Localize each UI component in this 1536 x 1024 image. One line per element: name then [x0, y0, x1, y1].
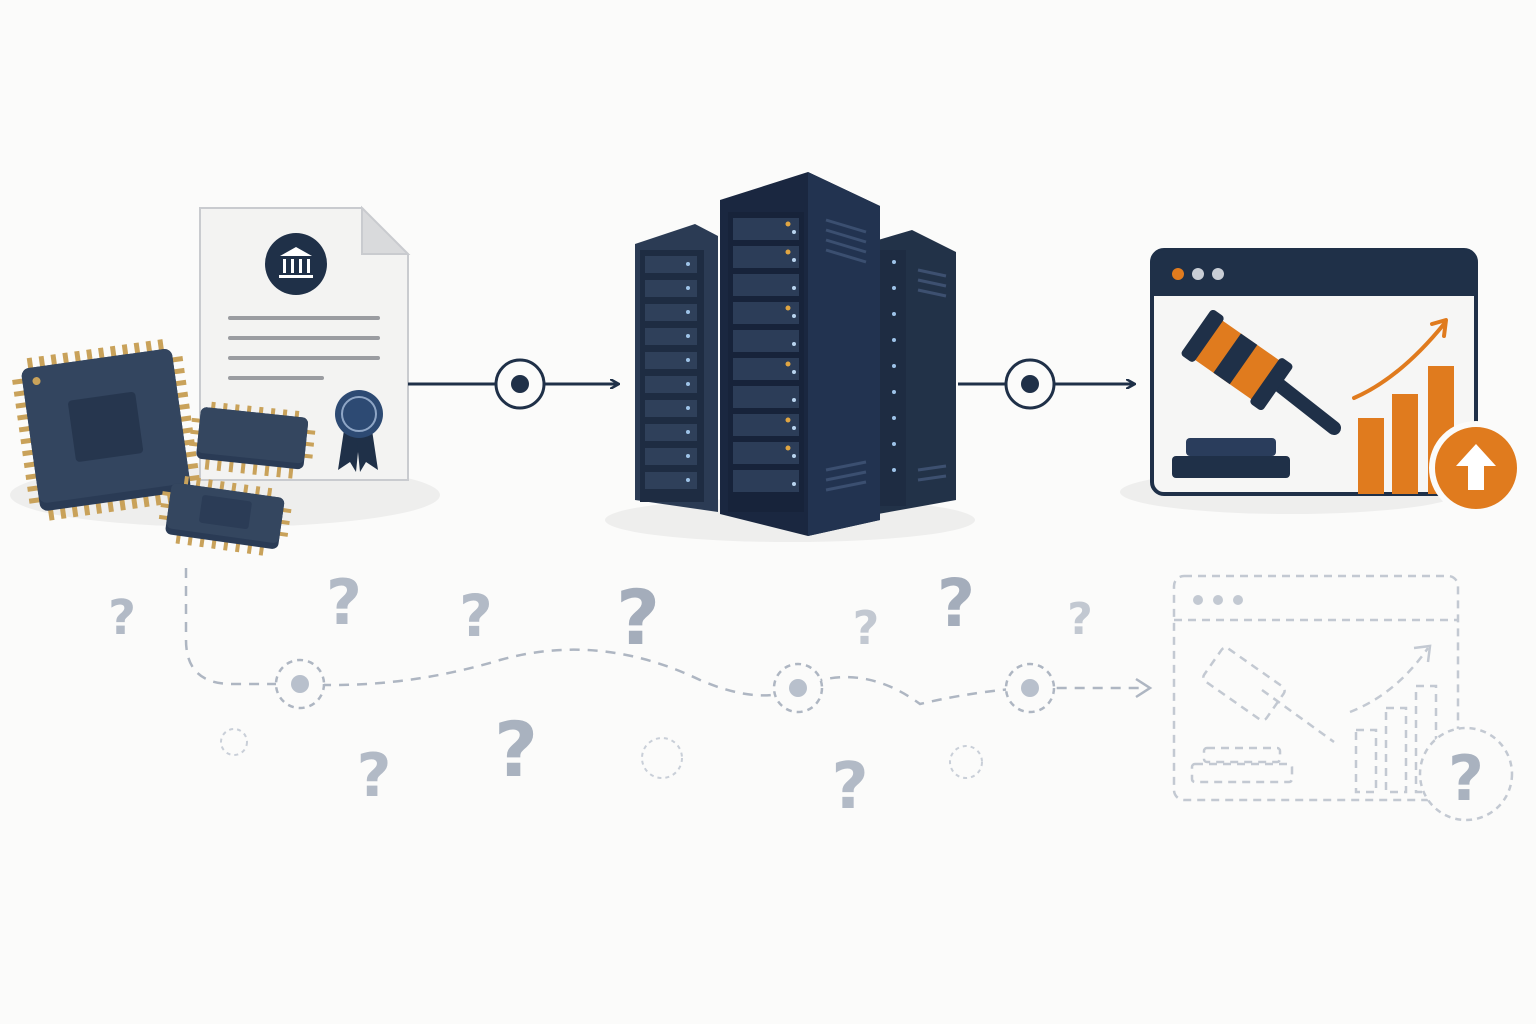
question-mark: ? [459, 582, 493, 650]
ghost-browser-window-icon [1172, 574, 1460, 802]
certificate-document-icon [199, 205, 411, 481]
ghost-dot [949, 745, 983, 779]
server-rack-center [720, 172, 880, 536]
microchip-icon [158, 476, 292, 556]
browser-window-icon [1120, 248, 1523, 515]
server-rack-left [635, 224, 718, 512]
question-mark: ? [108, 590, 136, 646]
question-mark: ? [831, 750, 868, 824]
flow-arrow-2 [958, 358, 1134, 410]
question-mark: ? [853, 601, 880, 655]
up-arrow-circle-icon [1429, 421, 1523, 515]
question-mark: ? [326, 566, 362, 639]
microchip-icon [189, 401, 316, 479]
server-rack-right [878, 230, 956, 514]
ghost-gavel-icon [1190, 646, 1335, 784]
question-mark: ? [937, 565, 975, 642]
ghost-node [772, 662, 824, 714]
ghost-node [1004, 662, 1056, 714]
ghost-question-circle-icon: ? [1418, 726, 1514, 822]
question-mark: ? [357, 741, 392, 811]
question-mark: ? [494, 705, 538, 794]
ghost-dot [641, 737, 683, 779]
ghost-dot [220, 728, 248, 756]
microchip-icon [12, 339, 200, 521]
ghost-bar-chart-icon [1349, 647, 1438, 794]
question-mark: ? [1448, 742, 1484, 815]
gavel-icon [1172, 309, 1341, 478]
chips-license-group [10, 205, 440, 556]
ghost-node [274, 658, 326, 710]
server-rack-icon [605, 172, 975, 542]
question-marks: ? ? ? ? ? ? ? ? ? ? [108, 565, 1093, 824]
question-mark: ? [616, 573, 660, 662]
award-ribbon-icon [335, 390, 383, 472]
question-mark: ? [1067, 594, 1093, 645]
bank-building-icon [265, 233, 327, 295]
uncertain-path [184, 568, 1153, 779]
flow-arrow-1 [408, 358, 618, 410]
